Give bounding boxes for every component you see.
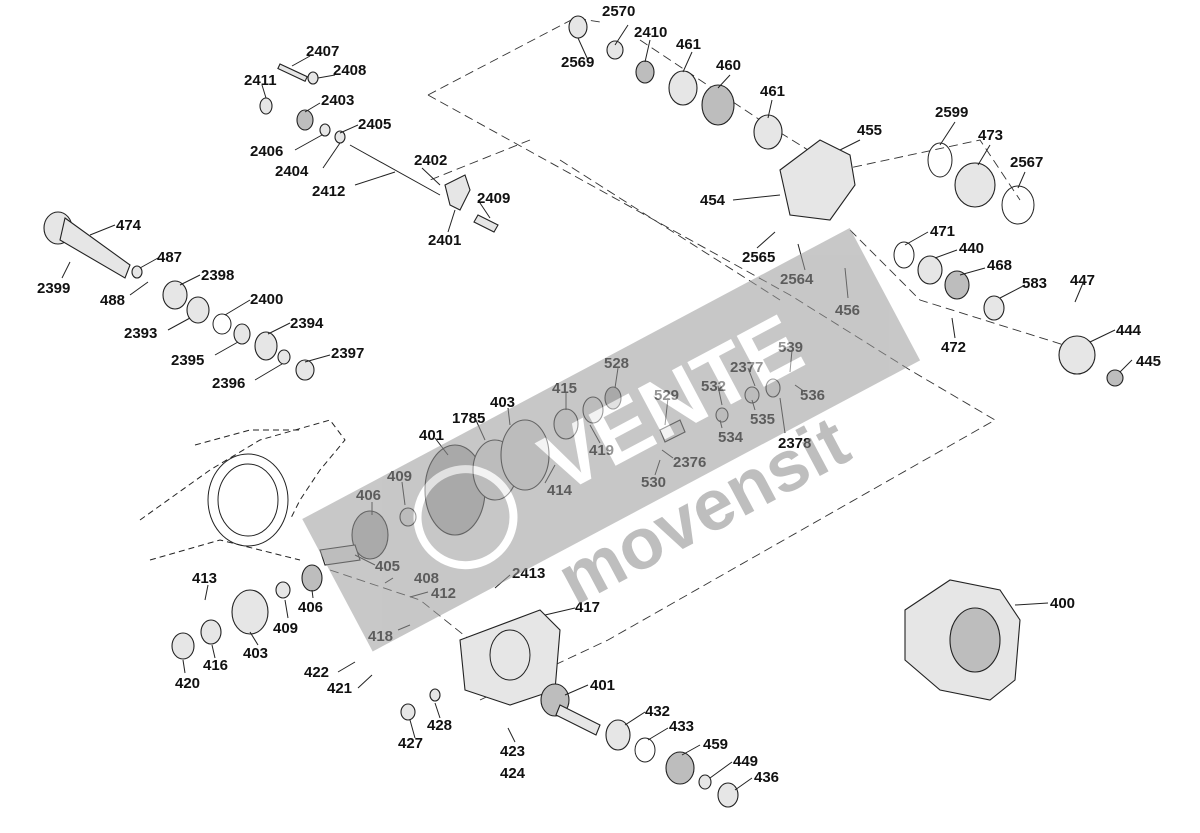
part-label: 403 — [243, 645, 268, 662]
part-label: 488 — [100, 292, 125, 309]
part-label: 2404 — [275, 163, 309, 180]
part-label: 2398 — [201, 267, 234, 284]
part-label: 420 — [175, 675, 200, 692]
part-label: 401 — [590, 677, 615, 694]
part-label: 2401 — [428, 232, 461, 249]
part-label: 428 — [427, 717, 452, 734]
part-label: 436 — [754, 769, 779, 786]
part-label: 455 — [857, 122, 882, 139]
part-label: 445 — [1136, 353, 1161, 370]
part-label: 440 — [959, 240, 984, 257]
part-label: 2406 — [250, 143, 283, 160]
watermark-logo-icon — [413, 465, 518, 570]
part-label: 460 — [716, 57, 741, 74]
part-label: 427 — [398, 735, 423, 752]
part-label: 2411 — [244, 72, 277, 89]
part-label: 487 — [157, 249, 182, 266]
part-label: 447 — [1070, 272, 1095, 289]
part-label: 2405 — [358, 116, 391, 133]
part-label: 2393 — [124, 325, 157, 342]
part-label: 400 — [1050, 595, 1075, 612]
part-label: 461 — [760, 83, 785, 100]
part-label: 444 — [1116, 322, 1142, 339]
part-label: 454 — [700, 192, 726, 209]
part-label: 459 — [703, 736, 728, 753]
part-label: 401 — [419, 427, 444, 444]
part-label: 2400 — [250, 291, 283, 308]
part-label: 1785 — [452, 410, 485, 427]
part-label: 2567 — [1010, 154, 1043, 171]
part-label: 433 — [669, 718, 694, 735]
part-label: 2394 — [290, 315, 324, 332]
part-label: 474 — [116, 217, 142, 234]
part-label: 473 — [978, 127, 1003, 144]
part-label: 472 — [941, 339, 966, 356]
part-label: 2402 — [414, 152, 447, 169]
part-label: 2409 — [477, 190, 510, 207]
part-label: 583 — [1022, 275, 1047, 292]
part-label: 417 — [575, 599, 600, 616]
part-label: 2569 — [561, 54, 594, 71]
part-label: 2403 — [321, 92, 354, 109]
part-label: 2396 — [212, 375, 245, 392]
part-label: 449 — [733, 753, 758, 770]
part-label: 409 — [273, 620, 298, 637]
part-label: 2412 — [312, 183, 345, 200]
part-label: 413 — [192, 570, 217, 587]
part-label: 2397 — [331, 345, 364, 362]
part-label: 2378 — [778, 435, 811, 452]
part-label: 461 — [676, 36, 701, 53]
part-label: 403 — [490, 394, 515, 411]
part-label: 2395 — [171, 352, 204, 369]
axle-housing — [139, 419, 346, 561]
part-label: 432 — [645, 703, 670, 720]
part-label: 2407 — [306, 43, 339, 60]
part-label: 421 — [327, 680, 352, 697]
part-label: 468 — [987, 257, 1012, 274]
part-label: 406 — [298, 599, 323, 616]
part-label: 2565 — [742, 249, 775, 266]
watermark: VENTE movensit — [302, 227, 921, 652]
part-label: 2570 — [602, 3, 635, 20]
part-label: 2410 — [634, 24, 667, 41]
part-label: 422 — [304, 664, 329, 681]
part-label: 423 — [500, 743, 525, 760]
part-label: 2599 — [935, 104, 968, 121]
part-label: 471 — [930, 223, 955, 240]
part-label: 424 — [500, 765, 526, 782]
part-label: 416 — [203, 657, 228, 674]
part-label: 2399 — [37, 280, 70, 297]
part-label: 2408 — [333, 62, 366, 79]
